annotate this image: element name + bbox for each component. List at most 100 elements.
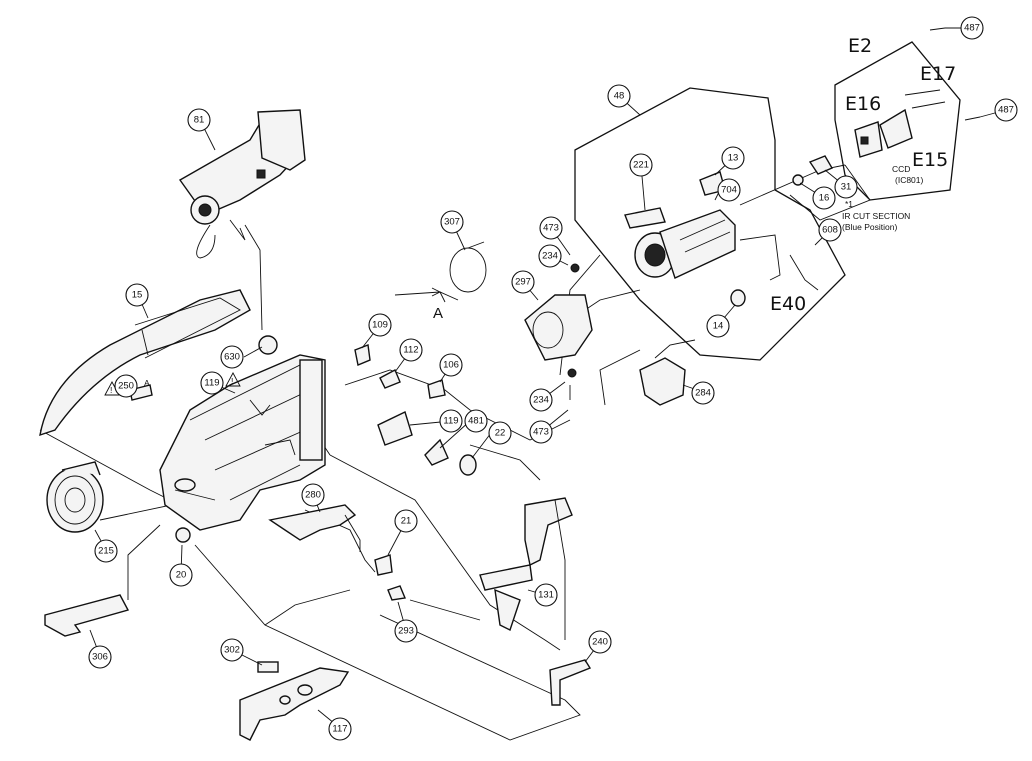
bracket-306-part: [44, 594, 130, 637]
callout-487-right: 487: [994, 98, 1018, 122]
svg-text:15: 15: [132, 290, 143, 301]
svg-text:293: 293: [398, 626, 414, 637]
svg-text:81: 81: [194, 115, 205, 126]
callout-307: 307: [440, 210, 464, 234]
svg-text:106: 106: [443, 360, 459, 371]
warning-mark-mid: !: [231, 376, 233, 386]
svg-text:487: 487: [964, 23, 980, 34]
ccd-parts: [792, 27, 981, 186]
svg-text:481: 481: [468, 416, 484, 427]
callout-22: 22: [488, 421, 512, 445]
callout-106: 106: [439, 353, 463, 377]
callout-630: 630: [220, 345, 244, 369]
callout-234-top: 234: [538, 244, 562, 268]
callout-473-top: 473: [539, 216, 563, 240]
plate-117-part: [239, 661, 350, 741]
ir-cut-outline: [789, 164, 871, 221]
svg-text:250: 250: [118, 381, 134, 392]
lens-barrel-part: [624, 171, 819, 307]
svg-text:14: 14: [713, 321, 724, 332]
svg-text:608: 608: [822, 225, 838, 236]
svg-text:630: 630: [224, 352, 240, 363]
callout-109: 109: [368, 313, 392, 337]
callout-481: 481: [464, 409, 488, 433]
main-chassis-part: [159, 354, 326, 531]
callout-221: 221: [629, 153, 653, 177]
callout-306: 306: [88, 645, 112, 669]
svg-text:473: 473: [543, 223, 559, 234]
callout-117: 117: [328, 717, 352, 741]
label-e15: E15: [912, 149, 948, 171]
label-ir-cut: IR CUT SECTION: [842, 211, 910, 221]
label-a-large: A: [433, 305, 443, 322]
viewfinder-part: [178, 109, 306, 259]
svg-text:31: 31: [841, 182, 852, 193]
callout-280: 280: [301, 483, 325, 507]
callout-240: 240: [588, 630, 612, 654]
arrow-markers: [394, 287, 459, 303]
callout-112: 112: [399, 338, 423, 362]
callout-119-left: 119: [200, 371, 224, 395]
svg-text:215: 215: [98, 546, 114, 557]
label-blue-position: (Blue Position): [842, 222, 897, 232]
callout-234-bottom: 234: [529, 388, 553, 412]
svg-text:307: 307: [444, 217, 460, 228]
callout-21: 21: [394, 509, 418, 533]
svg-text:131: 131: [538, 590, 554, 601]
svg-text:234: 234: [533, 395, 549, 406]
label-e17: E17: [920, 63, 956, 85]
svg-text:117: 117: [332, 724, 347, 735]
svg-text:48: 48: [614, 91, 625, 102]
callout-20: 20: [169, 563, 193, 587]
callout-131: 131: [534, 583, 558, 607]
svg-text:704: 704: [721, 185, 737, 196]
callout-302: 302: [220, 638, 244, 662]
grip-cover-part: [39, 289, 251, 437]
callout-119-right: 119: [439, 409, 463, 433]
callout-293: 293: [394, 619, 418, 643]
svg-text:119: 119: [443, 416, 458, 427]
lens-block-outline: [574, 87, 846, 361]
bracket-240-part: [549, 659, 592, 706]
printed-notes: CCD (IC801) *1 IR CUT SECTION (Blue Posi…: [110, 164, 924, 395]
lens-ring-part: [46, 461, 104, 533]
callout-250: 250: [114, 374, 138, 398]
handwritten-labels: E2 E17 E16 E15 E40: [770, 35, 956, 315]
svg-text:119: 119: [204, 378, 219, 389]
callout-15: 15: [125, 283, 149, 307]
svg-text:16: 16: [819, 193, 830, 204]
svg-text:284: 284: [695, 388, 711, 399]
callout-16: 16: [812, 186, 836, 210]
svg-text:13: 13: [728, 153, 739, 164]
svg-text:297: 297: [515, 277, 531, 288]
svg-text:234: 234: [542, 251, 558, 262]
callout-608: 608: [818, 218, 842, 242]
callout-48: 48: [607, 84, 631, 108]
part-callouts: 81 15 630 119 250 215 20 306 109 112 106…: [88, 16, 1018, 741]
svg-text:21: 21: [401, 516, 412, 527]
callout-31: 31: [834, 175, 858, 199]
svg-text:240: 240: [592, 637, 608, 648]
ring-307-part: [449, 241, 487, 293]
callout-284: 284: [691, 381, 715, 405]
arm-131-part: [479, 497, 573, 640]
callout-215: 215: [94, 539, 118, 563]
svg-text:109: 109: [372, 320, 388, 331]
callout-487-top: 487: [960, 16, 984, 40]
part-284: [639, 339, 696, 406]
callout-81: 81: [187, 108, 211, 132]
svg-text:22: 22: [495, 428, 506, 439]
callout-704: 704: [717, 178, 741, 202]
label-e16: E16: [845, 93, 881, 115]
svg-text:306: 306: [92, 652, 108, 663]
svg-text:487: 487: [998, 105, 1014, 116]
small-parts: [129, 335, 477, 601]
callout-14: 14: [706, 314, 730, 338]
mount-297-part: [524, 263, 593, 400]
svg-text:20: 20: [176, 570, 187, 581]
svg-text:473: 473: [533, 427, 549, 438]
label-a-small: A: [144, 378, 150, 388]
label-ccd: CCD: [892, 164, 910, 174]
svg-text:280: 280: [305, 490, 321, 501]
